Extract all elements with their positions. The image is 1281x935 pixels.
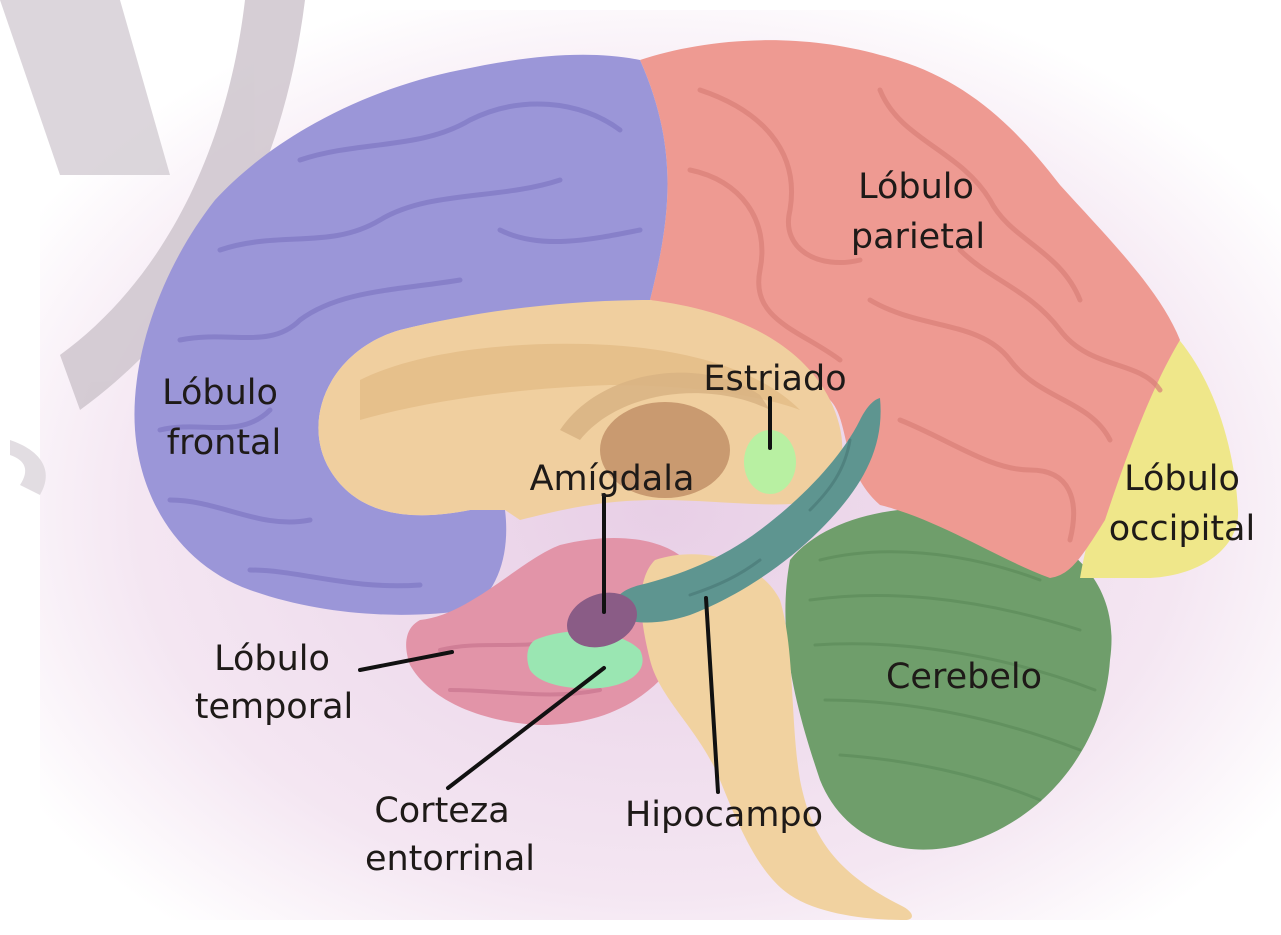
label-amigdala: Amígdala	[530, 459, 695, 499]
label-corteza-line2: entorrinal	[365, 839, 535, 879]
label-parietal-line2: parietal	[851, 217, 985, 257]
label-occipital-line1: Lóbulo	[1124, 459, 1240, 499]
label-parietal-line1: Lóbulo	[858, 167, 974, 207]
label-frontal-line2: frontal	[167, 423, 281, 463]
label-corteza-line1: Corteza	[374, 791, 509, 831]
label-frontal-line1: Lóbulo	[162, 373, 278, 413]
label-occipital-line2: occipital	[1109, 509, 1255, 549]
label-cerebelo: Cerebelo	[886, 657, 1042, 697]
label-temporal-line2: temporal	[195, 687, 354, 727]
label-temporal-line1: Lóbulo	[214, 639, 330, 679]
label-hipocampo: Hipocampo	[625, 795, 823, 835]
label-estriado: Estriado	[703, 359, 846, 399]
